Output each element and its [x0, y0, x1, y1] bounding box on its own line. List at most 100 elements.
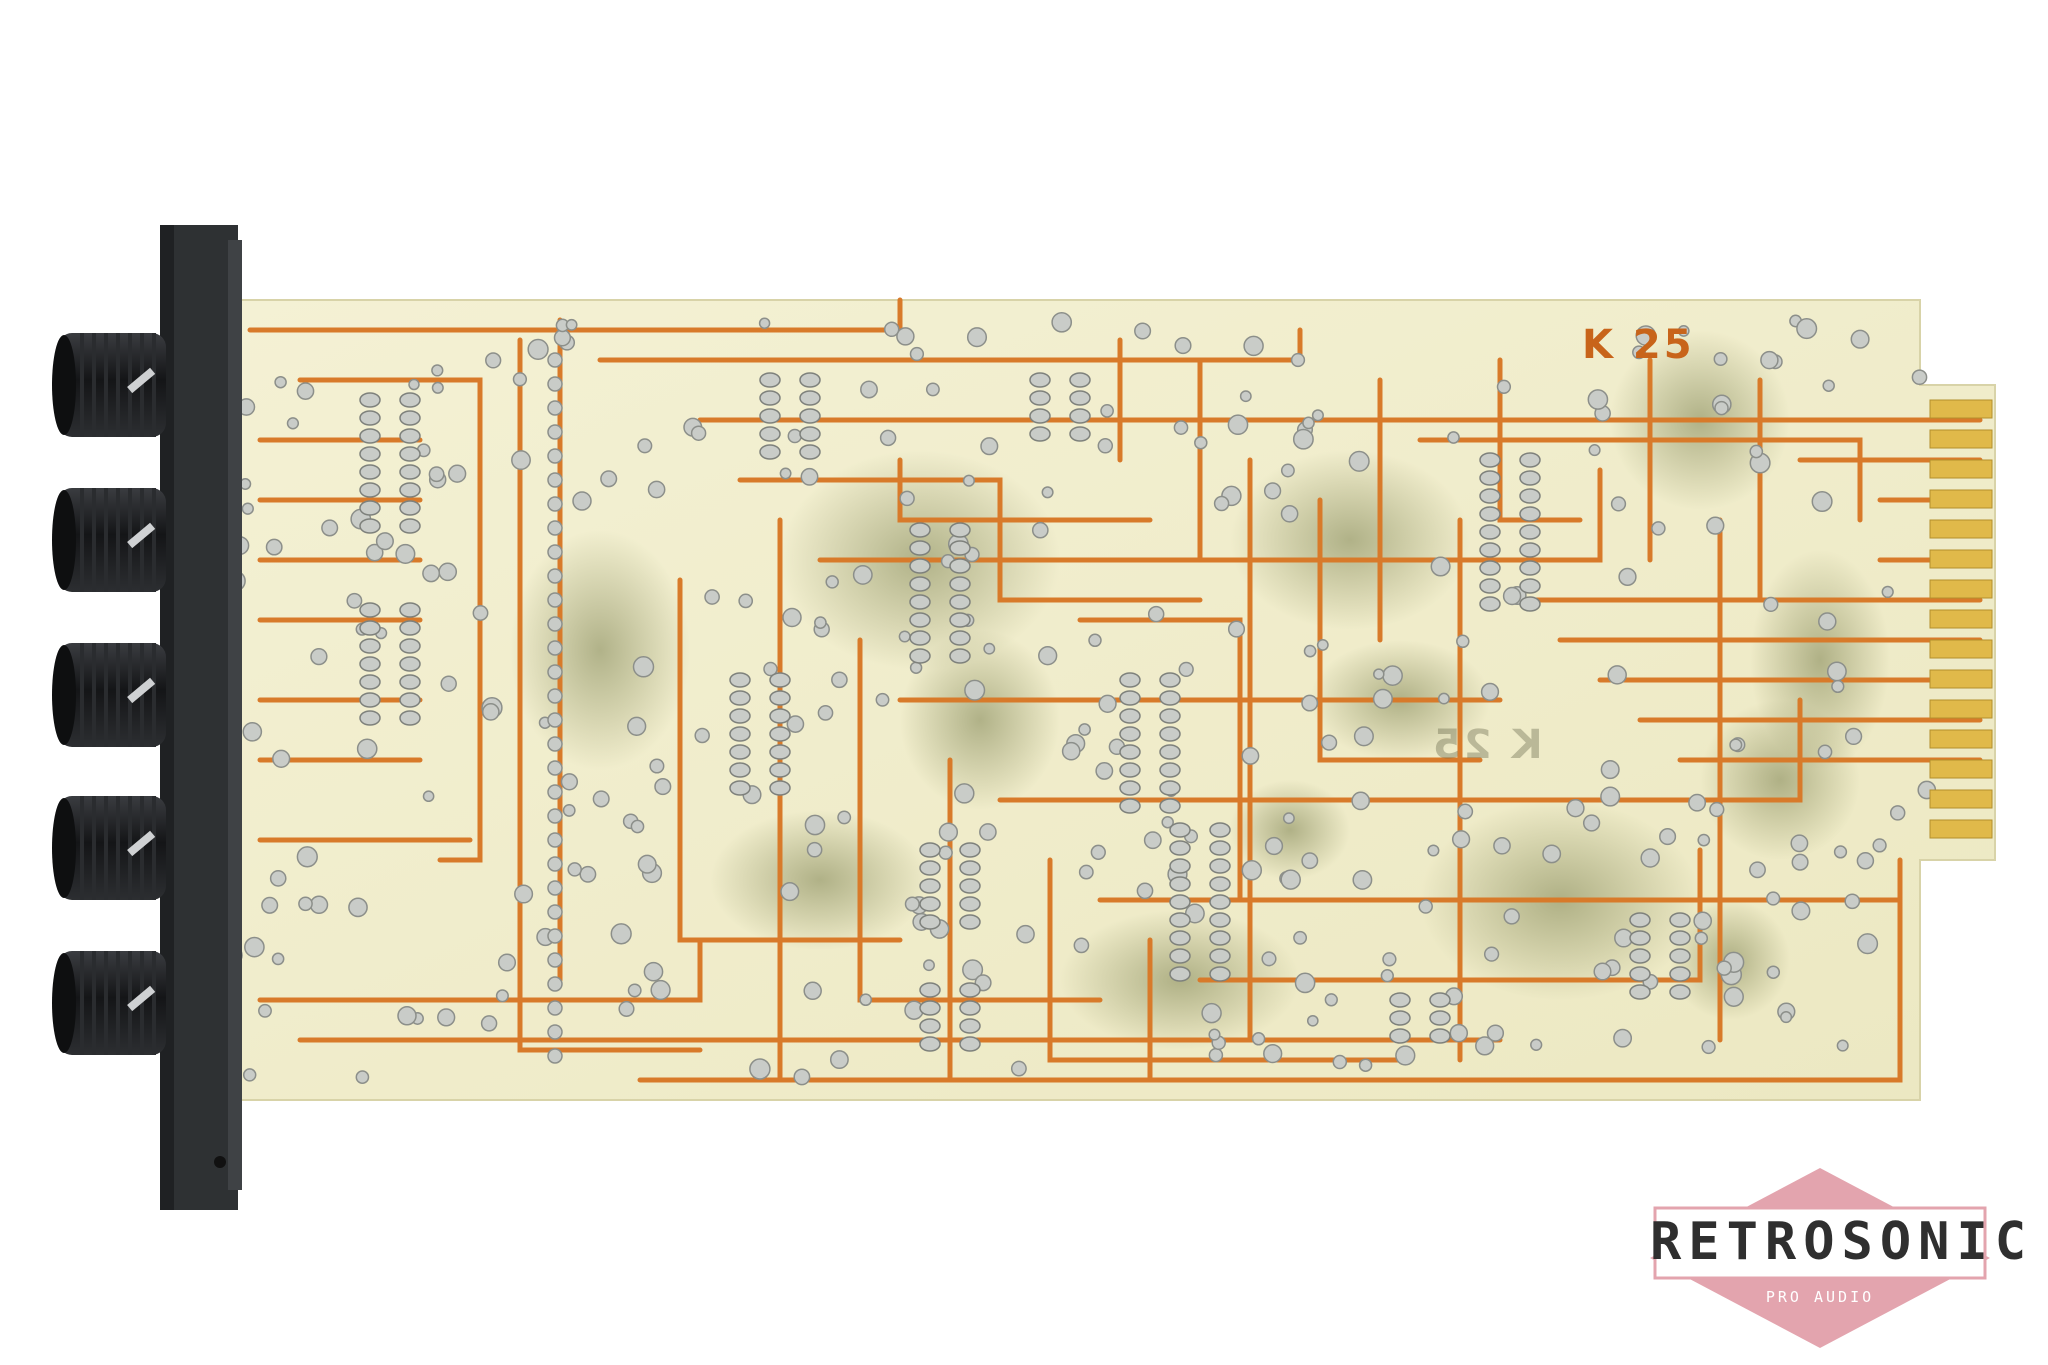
solder-pad — [980, 437, 999, 456]
ic-pin — [959, 896, 981, 912]
solder-pad — [1729, 738, 1743, 752]
solder-pad — [1261, 951, 1277, 967]
board-stain — [510, 530, 690, 770]
solder-pad — [1456, 634, 1470, 649]
ic-pin — [909, 612, 931, 628]
solder-pad — [1818, 612, 1837, 631]
knob-body — [58, 951, 166, 1055]
solder-pad — [627, 983, 642, 998]
solder-pad — [962, 959, 984, 981]
solder-pad — [1382, 665, 1403, 686]
ic-pin — [399, 518, 421, 534]
copper-trace — [1047, 857, 1403, 1063]
knob-grip — [116, 333, 120, 437]
solder-pad — [1290, 352, 1306, 368]
gold-finger — [1929, 789, 1993, 809]
ic-pin — [399, 710, 421, 726]
solder-pad — [1241, 746, 1260, 765]
solder-pad — [1280, 504, 1299, 523]
knob-grip — [152, 488, 156, 592]
ic-pin — [359, 674, 381, 690]
ic-pin — [1479, 506, 1501, 522]
solder-pad — [1856, 852, 1875, 870]
copper-trace — [997, 697, 1803, 803]
solder-pad — [1178, 661, 1194, 678]
ic-pin — [399, 674, 421, 690]
solder-pad — [875, 692, 890, 707]
solder-pad — [567, 862, 582, 877]
solder-pad — [600, 470, 618, 488]
ic-pin — [1159, 690, 1181, 706]
solder-pad — [547, 688, 563, 704]
knob-face — [52, 953, 76, 1053]
solder-pad — [630, 819, 645, 834]
solder-pad — [547, 376, 563, 392]
ic-footprints — [359, 372, 1691, 1052]
solder-pad — [1844, 727, 1863, 746]
ic-pin — [1519, 542, 1541, 558]
solder-pad — [654, 778, 672, 796]
solder-pad — [983, 642, 996, 655]
ic-pin — [799, 390, 821, 406]
ic-pin — [1669, 984, 1691, 1000]
ic-pin — [959, 1000, 981, 1016]
solder-pad — [647, 480, 666, 499]
solder-pad — [763, 661, 778, 677]
solder-pad — [899, 490, 915, 507]
knob-grip — [80, 951, 84, 1055]
solder-pad — [962, 474, 975, 487]
solder-pad — [787, 428, 803, 444]
solder-pad — [637, 438, 653, 454]
solder-pad — [1301, 852, 1319, 870]
solder-pad — [964, 679, 986, 701]
knob-grip — [92, 796, 96, 900]
solder-pad — [547, 544, 563, 560]
ic-pin — [399, 692, 421, 708]
ic-pin — [359, 464, 381, 480]
ic-pin — [1119, 744, 1141, 760]
watermark-brand: RETROSONIC — [1650, 1212, 2034, 1272]
solder-pad — [448, 464, 467, 483]
solder-pad — [296, 382, 315, 400]
solder-pad — [1677, 324, 1690, 337]
solder-pad — [274, 375, 287, 389]
solder-pad — [1143, 831, 1162, 850]
ic-pin — [1429, 1010, 1451, 1026]
ic-pin — [1519, 596, 1541, 612]
ic-pin — [959, 1018, 981, 1034]
solder-pad — [1659, 828, 1677, 846]
ic-pin — [729, 672, 751, 688]
solder-pad — [649, 758, 665, 774]
solder-pad — [547, 400, 563, 416]
ic-pin — [1029, 390, 1051, 406]
ic-pin — [909, 630, 931, 646]
ic-pin — [1669, 966, 1691, 982]
solder-pad — [1496, 379, 1512, 394]
knob-grip — [116, 796, 120, 900]
solder-pad — [1380, 969, 1394, 983]
solder-pad — [1147, 605, 1165, 623]
solder-pad — [547, 448, 563, 464]
solder-pad — [1766, 965, 1781, 979]
solder-pad — [1051, 311, 1073, 333]
ic-pin — [1629, 984, 1651, 1000]
ic-pin — [959, 842, 981, 858]
solder-pad — [265, 538, 283, 556]
solder-pad — [422, 564, 441, 583]
ic-pin — [799, 408, 821, 424]
copper-trace — [677, 577, 903, 943]
ic-pin — [959, 878, 981, 894]
ic-pin — [1389, 1010, 1411, 1026]
ic-pin — [399, 638, 421, 654]
knob-body — [58, 796, 166, 900]
solder-pad — [1822, 379, 1835, 392]
gold-finger — [1929, 699, 1993, 719]
ic-pin — [1169, 930, 1191, 946]
ic-pin — [359, 518, 381, 534]
board-stain — [1230, 780, 1350, 880]
solder-pad — [1457, 803, 1474, 820]
knob — [52, 643, 166, 747]
solder-pad — [837, 810, 852, 825]
ic-pin — [399, 410, 421, 426]
knob-grip — [140, 643, 144, 747]
